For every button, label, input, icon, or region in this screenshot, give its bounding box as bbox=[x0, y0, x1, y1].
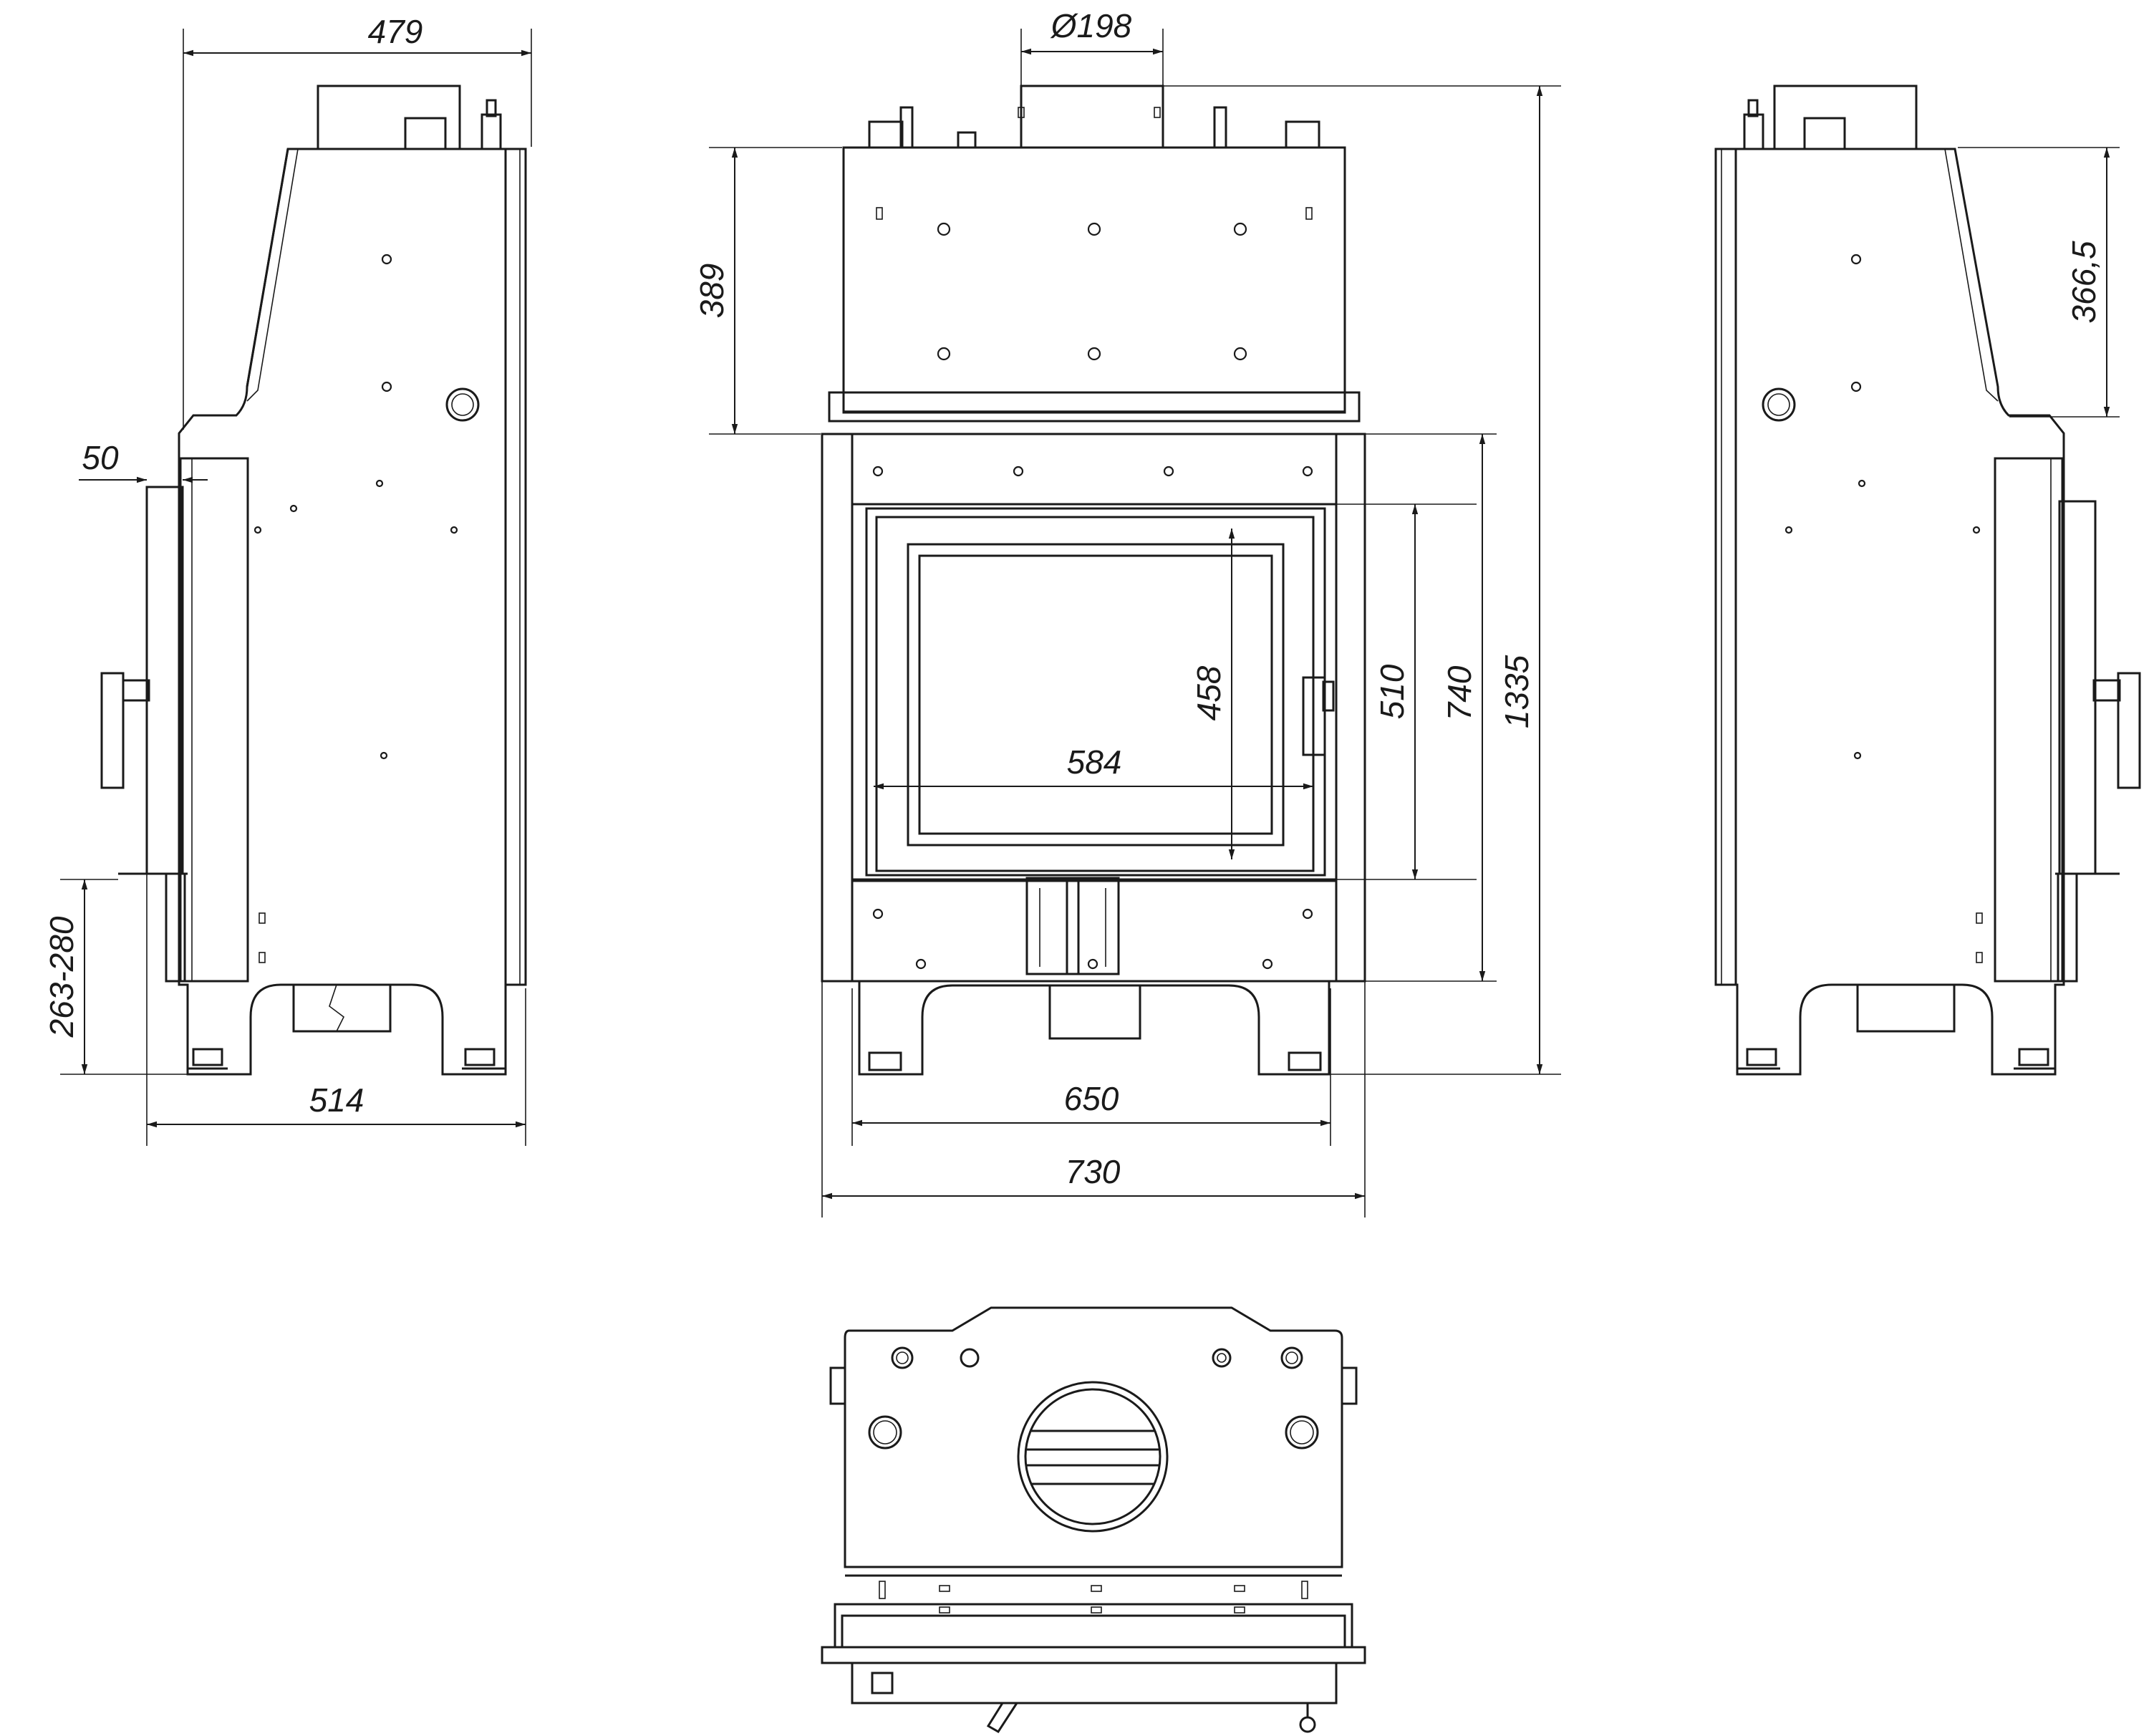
dim-door-offset: 50 bbox=[82, 439, 119, 476]
dim-flue-diameter: Ø198 bbox=[1050, 7, 1132, 44]
dim-floor-to-door: 263-280 bbox=[43, 916, 80, 1038]
dim-base-width: 650 bbox=[1064, 1080, 1119, 1117]
dim-side-depth-top: 479 bbox=[368, 13, 423, 50]
dim-opening-height: 510 bbox=[1373, 664, 1411, 719]
dim-hood-height-side: 366,5 bbox=[2065, 241, 2102, 324]
dim-side-depth-bottom: 514 bbox=[309, 1081, 364, 1119]
dim-glass-width: 584 bbox=[1067, 743, 1122, 781]
dim-hood-height-front: 389 bbox=[693, 264, 730, 319]
dim-frame-width: 730 bbox=[1066, 1153, 1121, 1190]
right-side-view bbox=[1714, 85, 2141, 1076]
dim-glass-height: 458 bbox=[1190, 665, 1227, 720]
front-view bbox=[821, 85, 1366, 1076]
dim-frame-height: 740 bbox=[1441, 665, 1478, 720]
dimension-labels: 479 Ø198 50 389 366,5 458 584 510 740 13… bbox=[43, 7, 2102, 1190]
dim-total-height: 1335 bbox=[1498, 655, 1535, 728]
top-view bbox=[821, 1306, 1366, 1734]
left-side-view bbox=[100, 85, 527, 1076]
dimension-lines bbox=[60, 29, 2120, 1217]
